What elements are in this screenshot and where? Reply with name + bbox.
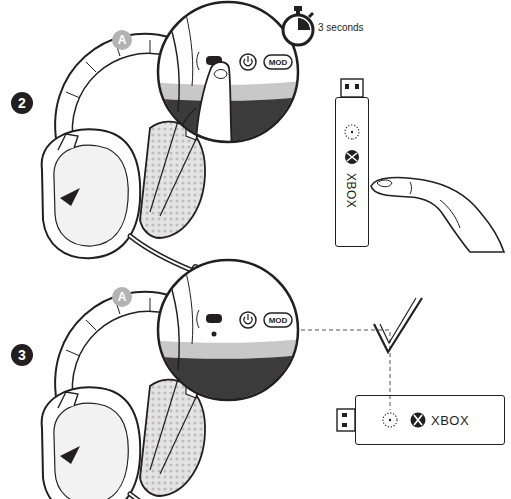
step-number: 2	[11, 92, 33, 114]
usb-adapter: XBOX	[335, 97, 369, 247]
node-text: A	[118, 33, 127, 47]
stopwatch-icon	[283, 6, 313, 45]
node-text: XBOX	[344, 173, 358, 208]
pressing-hand	[371, 178, 504, 252]
button-label: MOD	[269, 316, 288, 325]
view-marker: A	[112, 287, 132, 307]
pairing-link	[301, 330, 390, 410]
view-marker: A	[112, 30, 132, 50]
node-text: 2	[18, 95, 26, 111]
usb-adapter: XBOX	[355, 395, 505, 445]
button-label: MOD	[269, 58, 288, 67]
duration-note: 3 seconds	[318, 22, 364, 33]
check-mark	[374, 298, 422, 352]
usb-dongle-art	[337, 409, 426, 431]
status-led	[212, 332, 217, 337]
usb-dongle-art	[341, 79, 363, 164]
node-text: XBOX	[431, 413, 469, 428]
zoom-detail	[150, 260, 310, 408]
step-number: 3	[11, 344, 33, 366]
node-text: A	[118, 290, 127, 304]
node-text: 3	[18, 347, 26, 363]
